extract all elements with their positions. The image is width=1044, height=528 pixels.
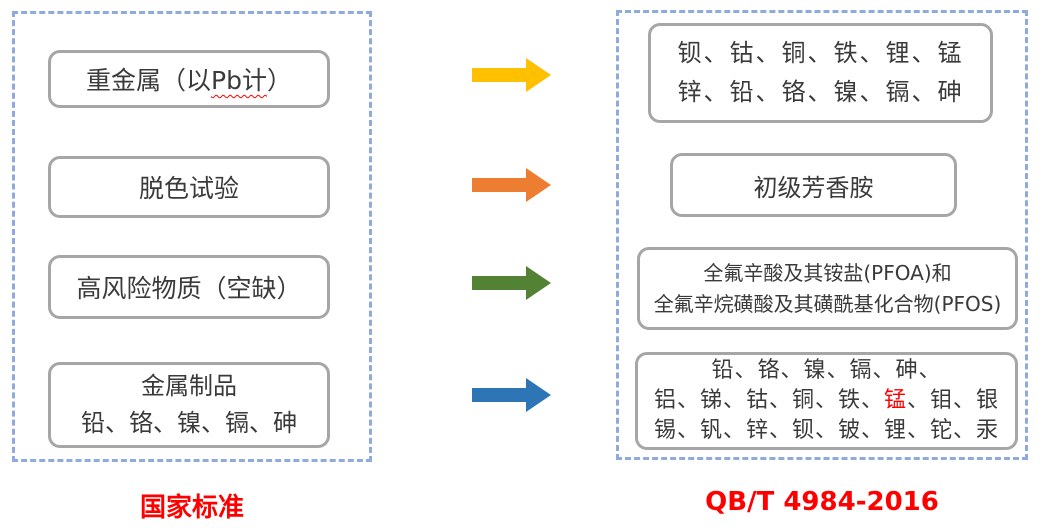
box-text-line: 全氟辛酸及其铵盐(PFOA)和 [703, 258, 951, 289]
right-arrow-icon [472, 266, 551, 300]
box-text-segment: 锡、钒、锌、钡、铍、锂、铊、汞 [653, 418, 999, 443]
right-box-pfoa-pfos: 全氟辛酸及其铵盐(PFOA)和全氟辛烷磺酸及其磺酰基化合物(PFOS) [637, 247, 1018, 330]
box-text-segment: 金属制品 [141, 372, 237, 400]
box-text-line: 铅、铬、镍、镉、砷、 [711, 356, 941, 386]
box-text-segment: 铅、铬、镍、镉、砷、 [711, 358, 942, 383]
right-box-twenty-one-metal-elements: 铅、铬、镍、镉、砷、铝、锑、钴、铜、铁、锰、钼、银锡、钒、锌、钡、铍、锂、铊、汞 [635, 352, 1018, 450]
national-standard-container [12, 11, 372, 462]
box-text-segment: 高风险物质（空缺） [76, 274, 302, 303]
left-box-decolor-test: 脱色试验 [48, 156, 330, 218]
left-box-heavy-metal-as-pb: 重金属（以Pb计） [48, 50, 330, 108]
box-text-line: 脱色试验 [139, 169, 239, 205]
box-text-segment: Pb计 [211, 66, 267, 95]
box-text-line: 锡、钒、锌、钡、铍、锂、铊、汞 [654, 416, 999, 446]
right-arrow-icon [472, 378, 551, 412]
box-text-segment: ） [266, 66, 292, 95]
box-text-line: 锌、铅、铬、镍、镉、砷 [678, 73, 964, 112]
box-text-segment: 脱色试验 [138, 174, 239, 203]
right-panel-caption: QB/T 4984-2016 [705, 487, 939, 517]
box-text-segment: 锰 [883, 388, 907, 413]
right-arrow-icon [472, 58, 551, 92]
left-box-metal-products: 金属制品铅、铬、镍、镉、砷 [48, 362, 330, 448]
box-text-segment: 铅、铬、镍、镉、砷 [81, 409, 297, 437]
box-text-line: 重金属（以Pb计） [86, 61, 292, 97]
box-text-line: 全氟辛烷磺酸及其磺酰基化合物(PFOS) [654, 289, 1002, 320]
box-text-segment: 铝、锑、钴、铜、铁、 [653, 388, 884, 413]
box-text-segment: 全氟辛酸及其铵盐(PFOA)和 [703, 260, 952, 285]
box-text-line: 铅、铬、镍、镉、砷 [81, 405, 297, 442]
box-text-segment: 、钼、银 [907, 388, 1000, 413]
box-text-segment: 重金属（以 [86, 66, 212, 95]
box-text-line: 金属制品 [141, 368, 237, 405]
box-text-segment: 锌、铅、铬、镍、镉、砷 [677, 78, 964, 106]
box-text-line: 高风险物质（空缺） [76, 269, 301, 305]
box-text-segment: 钡、钴、铜、铁、锂、锰 [677, 39, 964, 67]
left-panel-caption: 国家标准 [139, 493, 244, 523]
box-text-segment: 初级芳香胺 [753, 173, 874, 202]
box-text-line: 铝、锑、钴、铜、铁、锰、钼、银 [654, 386, 999, 416]
qbt-standard-container [616, 10, 1028, 460]
box-text-segment: 全氟辛烷磺酸及其磺酰基化合物(PFOS) [653, 291, 1002, 316]
right-arrow-icon [472, 168, 551, 202]
right-box-twelve-metal-elements: 钡、钴、铜、铁、锂、锰锌、铅、铬、镍、镉、砷 [648, 23, 993, 123]
left-box-high-risk-vacant: 高风险物质（空缺） [48, 255, 330, 319]
box-text-line: 初级芳香胺 [754, 168, 874, 203]
box-text-line: 钡、钴、铜、铁、锂、锰 [678, 34, 964, 73]
right-box-primary-aromatic-amines: 初级芳香胺 [670, 153, 957, 217]
